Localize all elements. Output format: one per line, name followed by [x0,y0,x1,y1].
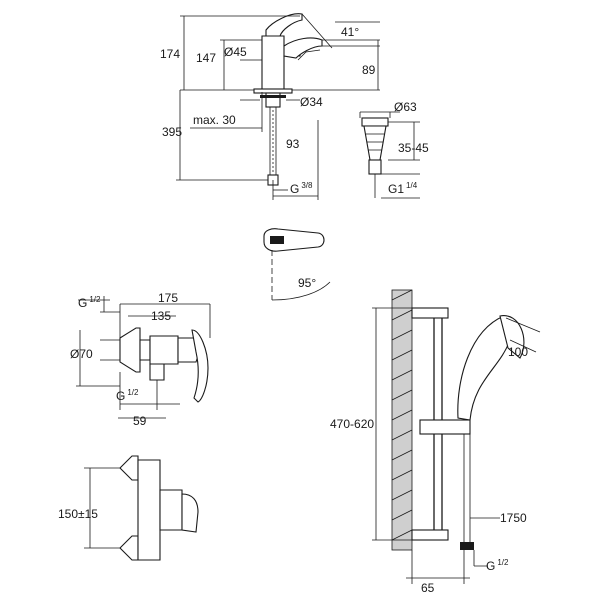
dim-max-30: max. 30 [193,113,236,127]
dim-175: 175 [158,291,178,305]
dim-g38-fraction: 3/8 [301,181,313,190]
waste-flange [361,117,389,127]
shower-hose [463,434,471,542]
dim-174: 174 [160,47,180,61]
dim-line-147 [220,39,262,90]
dim-g12-outlet-letter: G [116,389,125,403]
shower-mixer-side: 150±15 [58,455,199,561]
mixer-body [149,335,179,365]
dim-g12-hose-fraction: 1/2 [497,558,509,567]
dim-g114-label: G1 [388,182,404,196]
waste-thread [366,133,384,151]
mixer-side-lever [181,493,199,533]
dim-line-100 [505,317,541,353]
dim-line-35-45 [388,121,420,161]
rail-bracket-bottom [411,529,449,541]
dim-line-174 [180,15,300,91]
dim-line-g12-hose [473,550,488,567]
tap-base [253,88,293,94]
handshower-head [499,315,525,359]
waste-body [363,125,387,161]
dim-line-max30 [190,92,263,132]
rail-bracket-top [411,307,449,319]
dim-59: 59 [133,414,147,428]
dim-g12-outlet-fraction: 1/2 [127,388,139,397]
dim-150: 150±15 [58,507,98,521]
dim-d34: Ø34 [300,95,323,109]
lever-outline [263,228,325,252]
dim-41-deg: 41° [341,25,359,39]
mixer-lever [191,329,209,403]
tap-spout [283,37,323,59]
dim-147: 147 [196,51,216,65]
dim-65: 65 [421,581,435,595]
dim-line-d63 [359,111,400,118]
dim-line-d70 [100,339,120,361]
dim-g114-fraction: 1/4 [406,181,418,190]
wall-hatching [391,289,413,541]
flex-hoses [269,107,277,175]
dim-35-45: 35-45 [398,141,429,155]
dim-95-deg: 95° [298,276,316,290]
dim-line-g114 [381,173,420,199]
dim-line-150 [84,467,120,549]
dim-line-angle [301,13,380,49]
dim-d45: Ø45 [224,45,247,59]
dim-89: 89 [362,63,376,77]
waste-tail [368,159,382,175]
dim-93: 93 [286,137,300,151]
hose-nut [460,542,474,550]
tap-lever [265,13,303,37]
dim-line-vert [76,330,120,387]
dim-line-d45 [240,50,285,76]
left-escutcheon [119,327,141,373]
dim-line-59 [118,372,180,419]
wall [391,289,413,551]
left-connector [139,339,151,361]
dim-line-g12-top [78,296,120,313]
mixer-side-front [159,489,183,531]
dim-395: 395 [162,125,182,139]
dim-line-395 [176,90,268,181]
dim-g12-hose-letter: G [486,559,495,573]
mixer-side-body [137,459,161,561]
dim-100: 100 [508,345,528,359]
dim-line-89 [292,40,380,91]
dim-g12-inlet-fraction: 1/2 [89,295,101,304]
dim-line-175 [119,303,211,340]
lower-escutcheon [119,535,139,561]
lever-top-view: 95° [263,228,331,301]
dim-470-620: 470-620 [330,417,374,431]
dim-g38-letter: G [290,182,299,196]
dim-line-65 [406,550,470,584]
spout-aerator [297,49,321,61]
dim-1750: 1750 [500,511,527,525]
rotation-arc [271,281,331,301]
upper-escutcheon [119,455,139,481]
handshower-holder [419,419,471,435]
dim-d70: Ø70 [70,347,93,361]
dim-d63: Ø63 [394,100,417,114]
counter-nut [260,95,286,98]
dim-135: 135 [151,309,171,323]
dim-g12-inlet-letter: G [78,296,87,310]
mixer-outlet [149,363,165,381]
dim-line-470-620 [372,307,412,541]
lever-cap [270,236,284,244]
